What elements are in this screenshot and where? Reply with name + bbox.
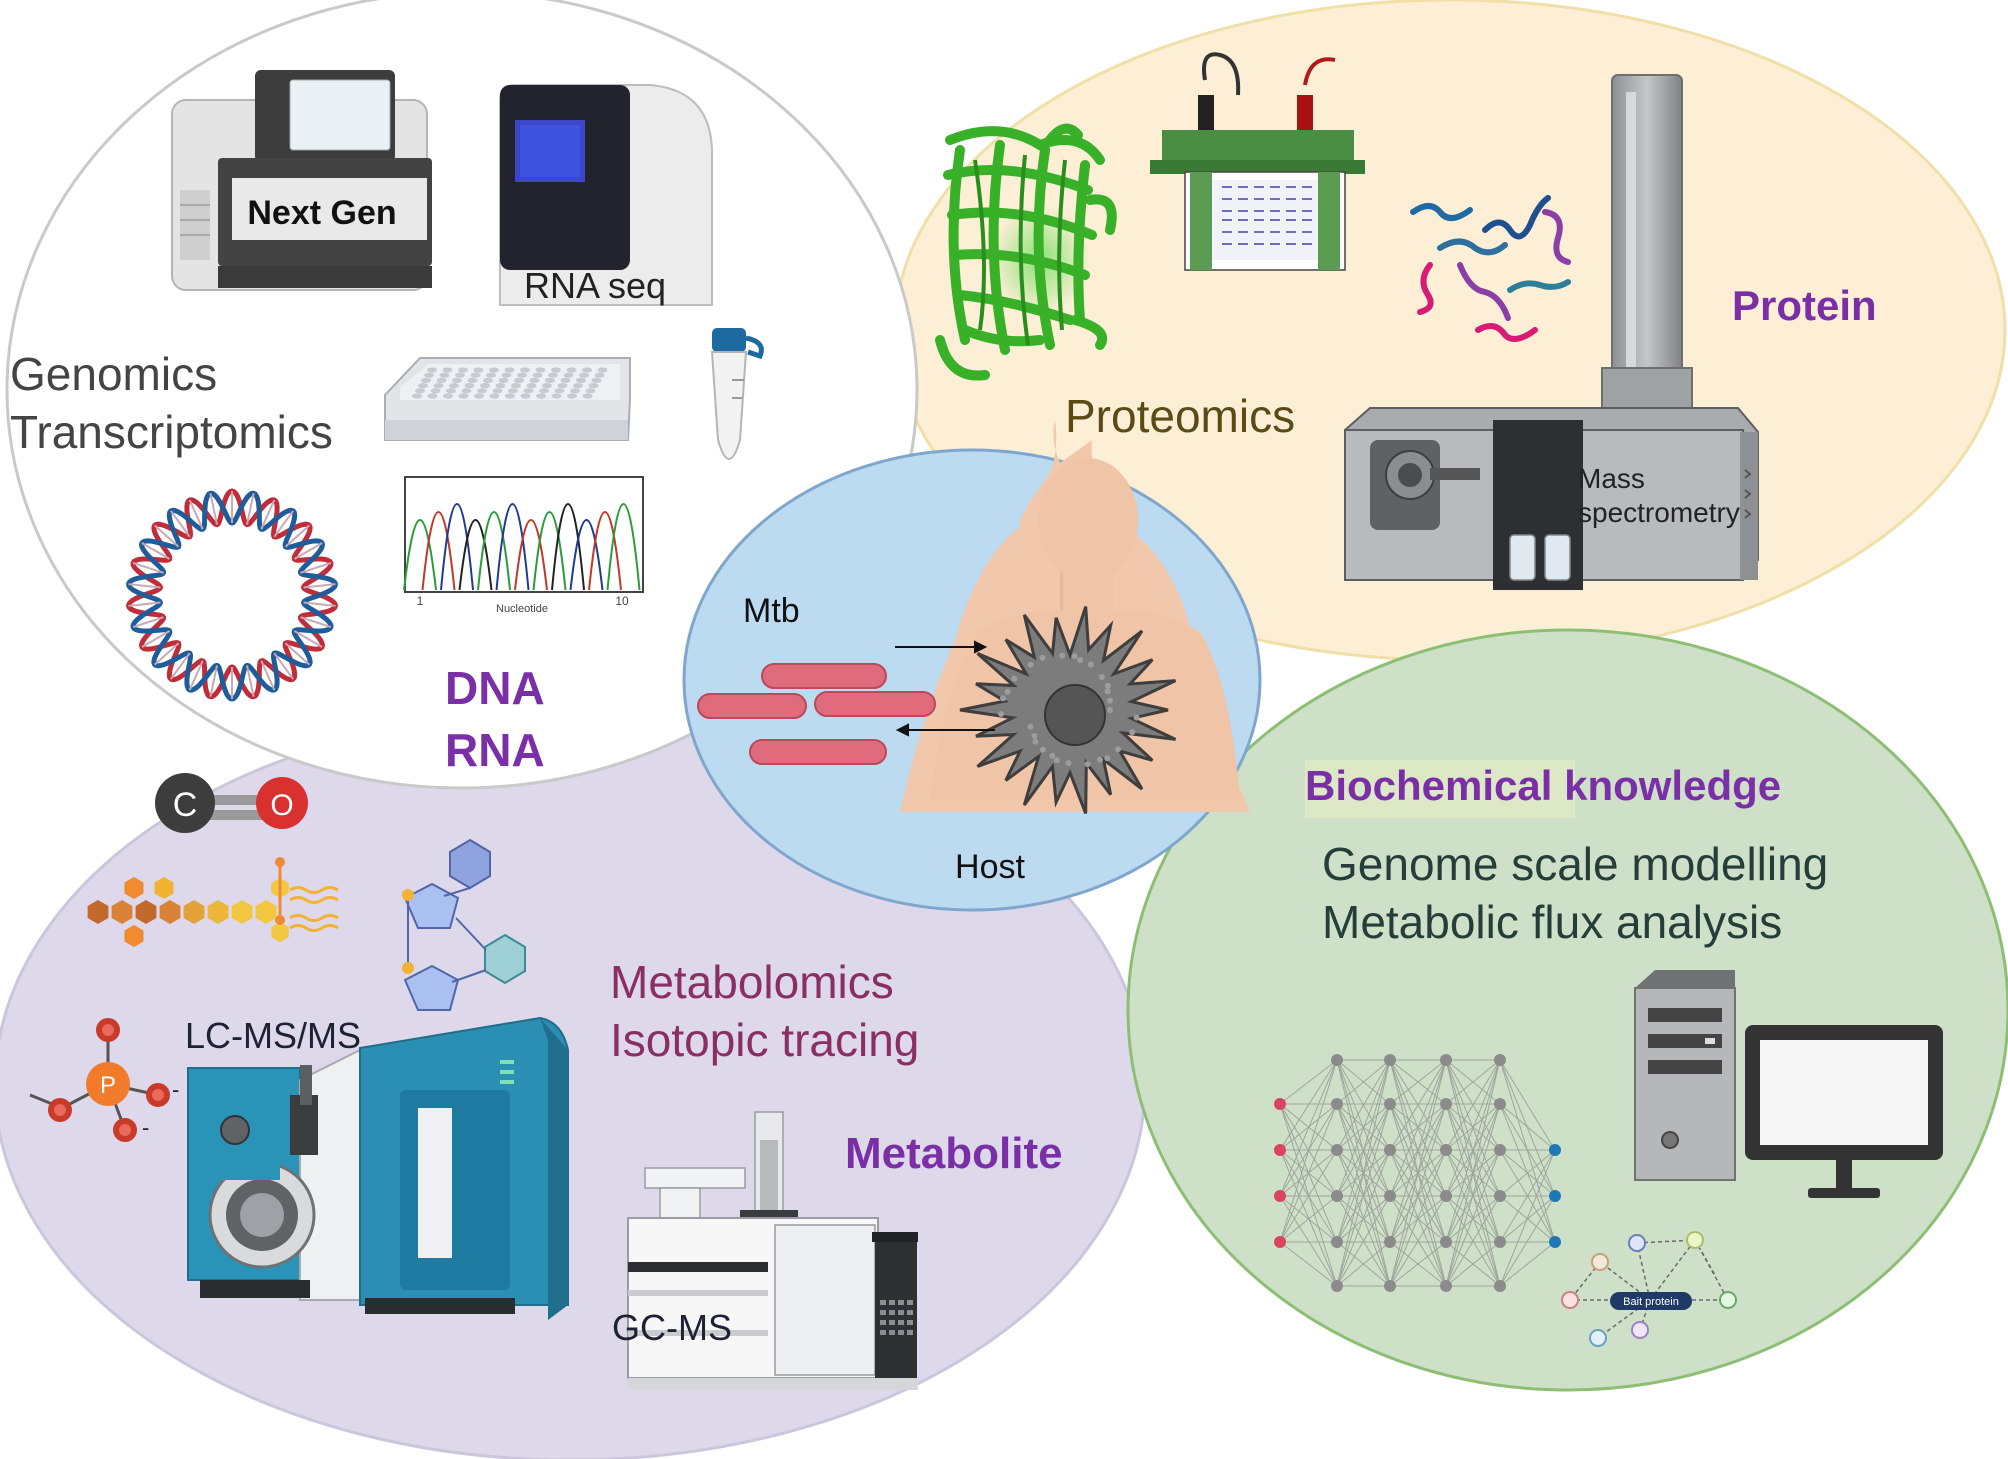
next-gen-sequencer-icon bbox=[171, 70, 432, 291]
protein-label: Protein bbox=[1732, 282, 1877, 329]
well-plate-icon bbox=[384, 357, 631, 441]
biochemical-knowledge-highlight bbox=[1305, 760, 1575, 818]
metabolomics-label: Metabolomics bbox=[610, 956, 894, 1008]
co-carbon-label: C bbox=[173, 786, 198, 824]
proteomics-label: Proteomics bbox=[1065, 390, 1295, 442]
chromatogram-axis-label: Nucleotide bbox=[496, 603, 548, 615]
transcriptomics-label: Transcriptomics bbox=[10, 406, 333, 458]
lc-ms-instrument-icon bbox=[187, 1016, 569, 1320]
chromatogram-tick-start: 1 bbox=[417, 594, 424, 608]
infection-arrows bbox=[895, 640, 995, 737]
next-gen-label: Next Gen bbox=[247, 194, 396, 232]
systems-region bbox=[1126, 628, 2008, 1392]
gcms-label: GC-MS bbox=[612, 1307, 732, 1348]
rna-seq-machine-icon bbox=[499, 84, 713, 306]
neural-network-icon bbox=[1274, 1054, 1561, 1292]
metabolite-label: Metabolite bbox=[845, 1129, 1063, 1178]
host-label: Host bbox=[955, 848, 1025, 886]
phosphate-molecule-icon bbox=[29, 1018, 170, 1142]
metabolic-flux-analysis-label: Metabolic flux analysis bbox=[1322, 896, 1782, 948]
phosphate-charge-2: - bbox=[142, 1115, 149, 1140]
bait-protein-label: Bait protein bbox=[1623, 1296, 1679, 1308]
biochemical-knowledge-label: Biochemical knowledge bbox=[1305, 762, 1781, 809]
microcentrifuge-tube-icon bbox=[710, 328, 764, 460]
gfp-protein-structure-icon bbox=[935, 123, 1117, 381]
protein-interaction-network-icon: Bait protein bbox=[1561, 1231, 1737, 1347]
sequencing-chromatogram: 1 10 Nucleotide bbox=[403, 476, 644, 615]
nucleotide-chain-icon bbox=[402, 838, 526, 1011]
carbon-monoxide-molecule-icon: C O bbox=[155, 773, 308, 833]
lcms-label: LC-MS/MS bbox=[185, 1015, 361, 1056]
mtb-label: Mtb bbox=[743, 592, 800, 630]
co-oxygen-label: O bbox=[270, 789, 293, 822]
mass-spectrometer-icon bbox=[1344, 74, 1759, 590]
spectrometry-label: spectrometry bbox=[1578, 497, 1740, 528]
genome-scale-modelling-label: Genome scale modelling bbox=[1322, 838, 1828, 890]
peptide-fragments-icon bbox=[1410, 195, 1571, 342]
isotopic-tracing-label: Isotopic tracing bbox=[610, 1014, 919, 1066]
phosphate-p-label: P bbox=[100, 1072, 116, 1099]
computer-workstation-icon bbox=[1634, 970, 1943, 1198]
macrophage-icon bbox=[959, 606, 1177, 814]
plasmid-dna-icon bbox=[126, 488, 338, 702]
lipid-molecule-icon bbox=[87, 857, 339, 947]
phosphate-charge-1: - bbox=[172, 1077, 179, 1102]
gel-electrophoresis-icon bbox=[1150, 52, 1365, 271]
chromatogram-tick-end: 10 bbox=[615, 594, 629, 608]
gc-ms-instrument-icon bbox=[627, 1111, 918, 1390]
dna-label: DNA bbox=[445, 662, 545, 714]
rna-label: RNA bbox=[445, 724, 545, 776]
rna-seq-label: RNA seq bbox=[524, 265, 666, 306]
mtb-bacilli-icon bbox=[697, 663, 936, 765]
genomics-label: Genomics bbox=[10, 348, 217, 400]
mass-label: Mass bbox=[1578, 463, 1645, 494]
